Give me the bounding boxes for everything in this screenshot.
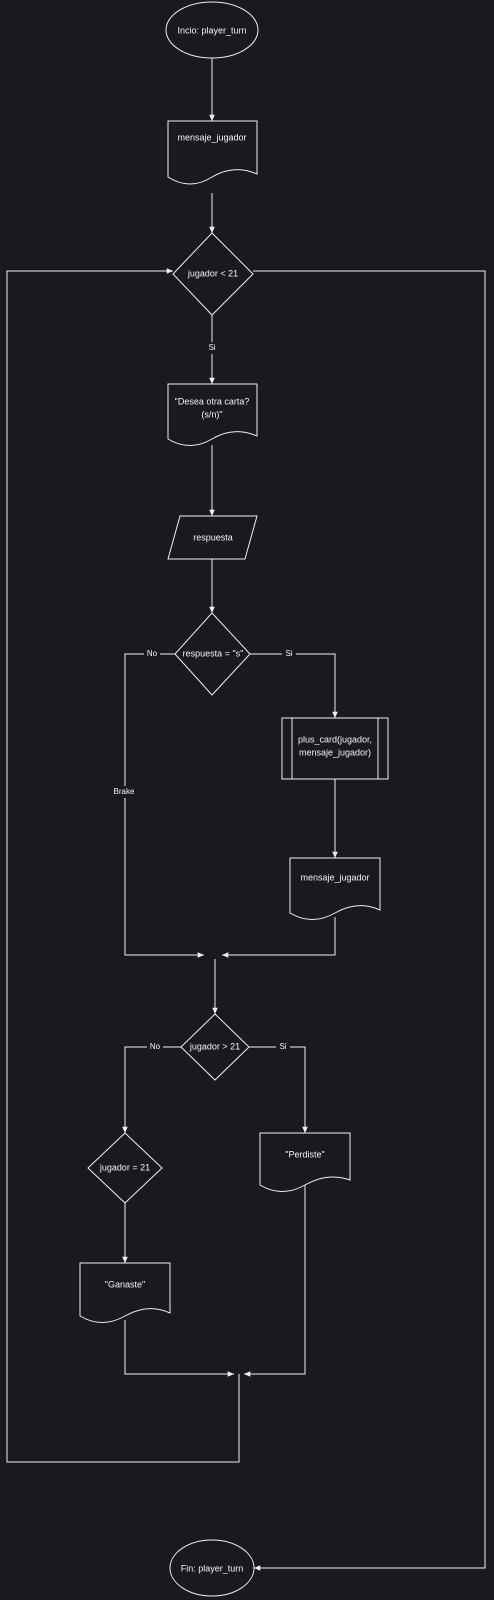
decision-jugador-eq-21: jugador = 21 <box>87 1132 163 1204</box>
process-label-line1: plus_card(jugador, <box>298 734 372 744</box>
edge-label-text: Si <box>208 343 215 352</box>
edge-label-text: Brake <box>114 787 135 796</box>
edge-cond2-plus <box>250 653 338 718</box>
output-mensaje-jugador-1: mensaje_jugador <box>167 120 258 185</box>
edge-label-text: Si <box>279 1042 286 1051</box>
edge-label-text: Si <box>285 649 292 658</box>
decision-label: jugador = 21 <box>99 1162 150 1172</box>
input-respuesta: respuesta <box>167 515 258 560</box>
edge-cond1-end <box>253 270 486 1571</box>
edge-loop-back <box>6 268 240 1463</box>
edge-cond3-lose <box>249 1046 308 1133</box>
process-label-line2: mensaje_jugador) <box>299 747 371 757</box>
output-label: "Perdiste" <box>285 1149 324 1159</box>
edge-label-text: No <box>147 649 158 658</box>
output-ganaste: "Ganaste" <box>79 1262 171 1323</box>
edge-label-no-2: No <box>144 648 160 660</box>
decision-jugador-lt-21: jugador < 21 <box>172 232 254 316</box>
decision-label: respuesta = "s" <box>183 648 244 658</box>
decision-jugador-gt-21: jugador > 21 <box>180 1013 250 1081</box>
edge-label-brake: Brake <box>110 786 138 798</box>
end-label: Fin: player_turn <box>181 1563 244 1573</box>
edge-labels: Si No Si Brake No Si <box>110 342 296 1053</box>
edge-cond2-brake-merge <box>124 653 204 958</box>
output-mensaje-jugador-2: mensaje_jugador <box>289 857 381 920</box>
output-label: mensaje_jugador <box>300 872 369 882</box>
decision-label: jugador > 21 <box>189 1041 240 1051</box>
edge-label-si-3: Si <box>276 1041 290 1053</box>
edge-win-join <box>124 1320 234 1377</box>
edge-lose-join <box>244 1185 306 1377</box>
output-label-line2: (s/n)" <box>201 409 222 419</box>
edge-cond3-cond4 <box>122 1046 181 1133</box>
output-desea-otra-carta: "Desea otra carta? (s/n)" <box>167 383 258 446</box>
output-perdiste: "Perdiste" <box>259 1132 351 1192</box>
edge-label-si-2: Si <box>282 648 296 660</box>
end-terminal: Fin: player_turn <box>169 1539 255 1597</box>
output-label: mensaje_jugador <box>177 132 246 142</box>
output-label-line1: "Desea otra carta? <box>175 396 250 406</box>
process-plus-card: plus_card(jugador, mensaje_jugador) <box>281 717 389 780</box>
edge-label-si-1: Si <box>205 342 219 354</box>
edge-msg2-merge <box>222 917 336 958</box>
edges <box>6 58 486 1571</box>
edge-label-text: No <box>150 1042 161 1051</box>
input-label: respuesta <box>193 532 233 542</box>
edge-label-no-3: No <box>147 1041 163 1053</box>
decision-label: jugador < 21 <box>187 268 238 278</box>
output-label: "Ganaste" <box>105 1279 145 1289</box>
start-terminal: Incio: player_turn <box>165 1 259 59</box>
start-label: Incio: player_turn <box>177 25 246 35</box>
decision-respuesta-eq-s: respuesta = "s" <box>174 612 251 696</box>
